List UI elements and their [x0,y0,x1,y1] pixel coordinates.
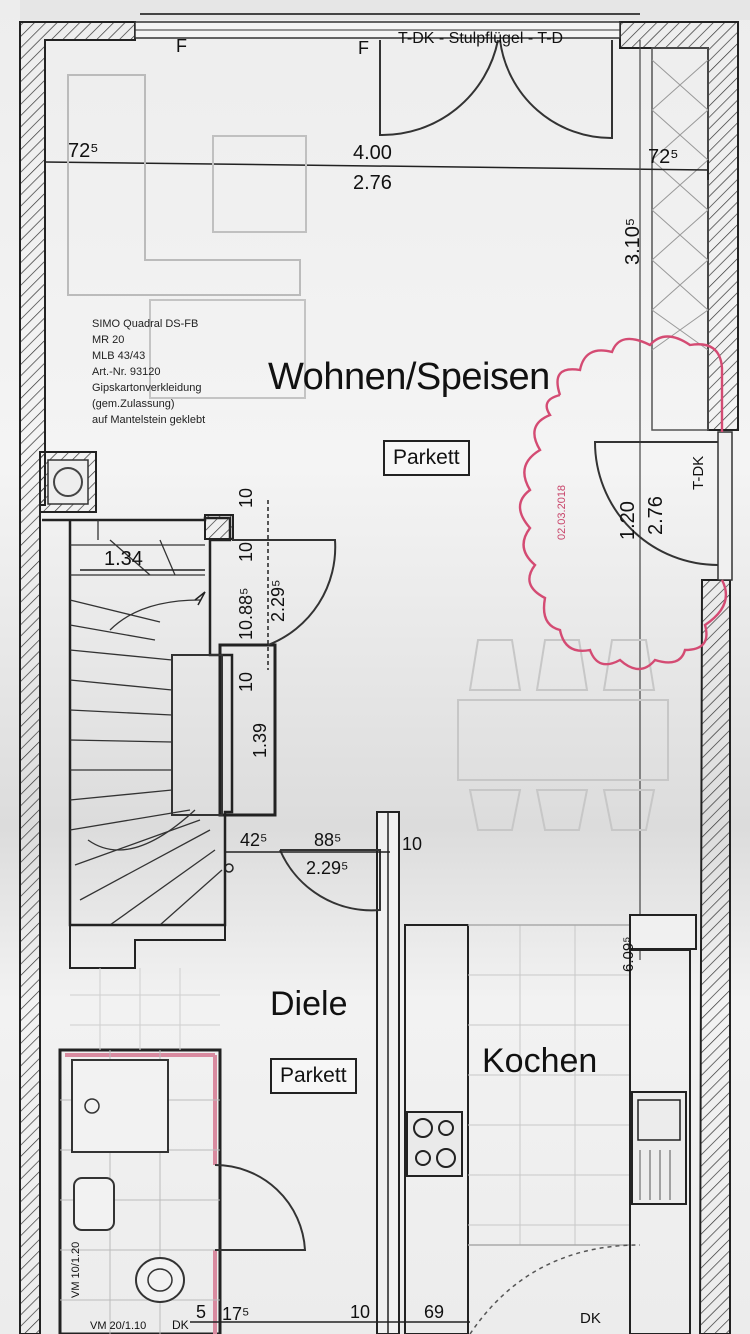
dim-bottom-229: 2.29⁵ [306,858,349,878]
dim-kitchen-609: 6.09⁵ [620,936,637,972]
wc-sink [73,1177,115,1231]
door-swing-top-left [379,39,499,137]
chimney-note: SIMO Quadral DS-FB MR 20 MLB 43/43 Art.-… [92,318,206,426]
door-label-right: T-DK [690,455,707,490]
stair-core [218,643,277,817]
dim-stair-1088: 10.88⁵ [236,587,256,640]
dim-top-left: 72⁵ [68,140,99,162]
paper-edge [20,0,750,20]
room-label-kitchen: Kochen [482,1042,598,1080]
dim-stair-229: 2.29⁵ [268,579,288,623]
door-swing-kitchen [469,1244,641,1334]
staircase-outline [42,516,234,927]
revision-date: 02.03.2018 [556,484,568,540]
dim-line-width [44,161,709,171]
stair-treads [69,520,223,926]
dim-bottom-175: 17⁵ [222,1304,250,1324]
sofa [67,74,301,296]
door-swing-right [593,441,719,566]
dim-stair-10b: 10 [236,541,256,562]
floor-tag-hall: Parkett [270,1058,357,1094]
dim-right-side: 3.10⁵ [622,217,644,265]
door-swing-top-right [499,39,613,140]
dim-top-right: 72⁵ [648,146,679,168]
dining-table [457,699,669,781]
dim-stair-10c: 10 [236,671,256,692]
floor-tag-living: Parkett [383,440,470,476]
door-swing-hall [279,849,381,912]
toilet [135,1257,185,1303]
dim-bottom-885: 88⁵ [314,830,342,850]
wall-mark-f1: F [176,36,187,56]
dim-stair-10a: 10 [236,487,256,508]
wc-cabinet [71,1059,169,1153]
door-label-bottom-left: DK [172,1318,189,1332]
dim-bottom-69: 69 [424,1302,445,1322]
dim-stair-139: 1.39 [250,722,270,758]
dim-room-width: 4.00 [353,142,392,164]
cooktop [406,1111,463,1177]
dim-right-door-h: 2.76 [645,496,667,535]
dim-bottom-425: 42⁵ [240,830,268,850]
dim-stair-width: 1.34 [104,548,143,570]
dining-chairs [468,639,656,831]
wall-mark-f2: F [358,38,369,58]
dim-right-door-w: 1.20 [617,501,639,540]
room-label-living: Wohnen/Speisen [268,356,550,398]
room-label-hall: Diele [270,985,348,1023]
coffee-table [212,135,307,233]
wall-right-lower [698,579,731,1334]
kitchen-counter-left [404,924,469,1334]
kitchen-counter-right [629,949,691,1334]
right-window-shelf [651,47,709,431]
door-swing-wc [214,1163,307,1251]
door-label-top: T-DK - Stulpflügel - T-D [398,30,564,47]
dim-window-width: 2.76 [353,172,392,194]
dim-bottom-10b: 10 [350,1302,371,1322]
door-swing-stair [232,539,337,646]
revision-cloud [518,335,728,671]
dim-vm1: VM 10/1.20 [70,1241,82,1298]
dim-bottom-5: 5 [196,1302,207,1322]
kitchen-sink [631,1091,687,1205]
dim-vm2: VM 20/1.10 [90,1320,147,1332]
right-door-frame [717,431,733,581]
kitchen-tiles [468,925,630,1245]
dim-bottom-10: 10 [402,834,423,854]
door-label-bottom: DK [580,1310,601,1327]
